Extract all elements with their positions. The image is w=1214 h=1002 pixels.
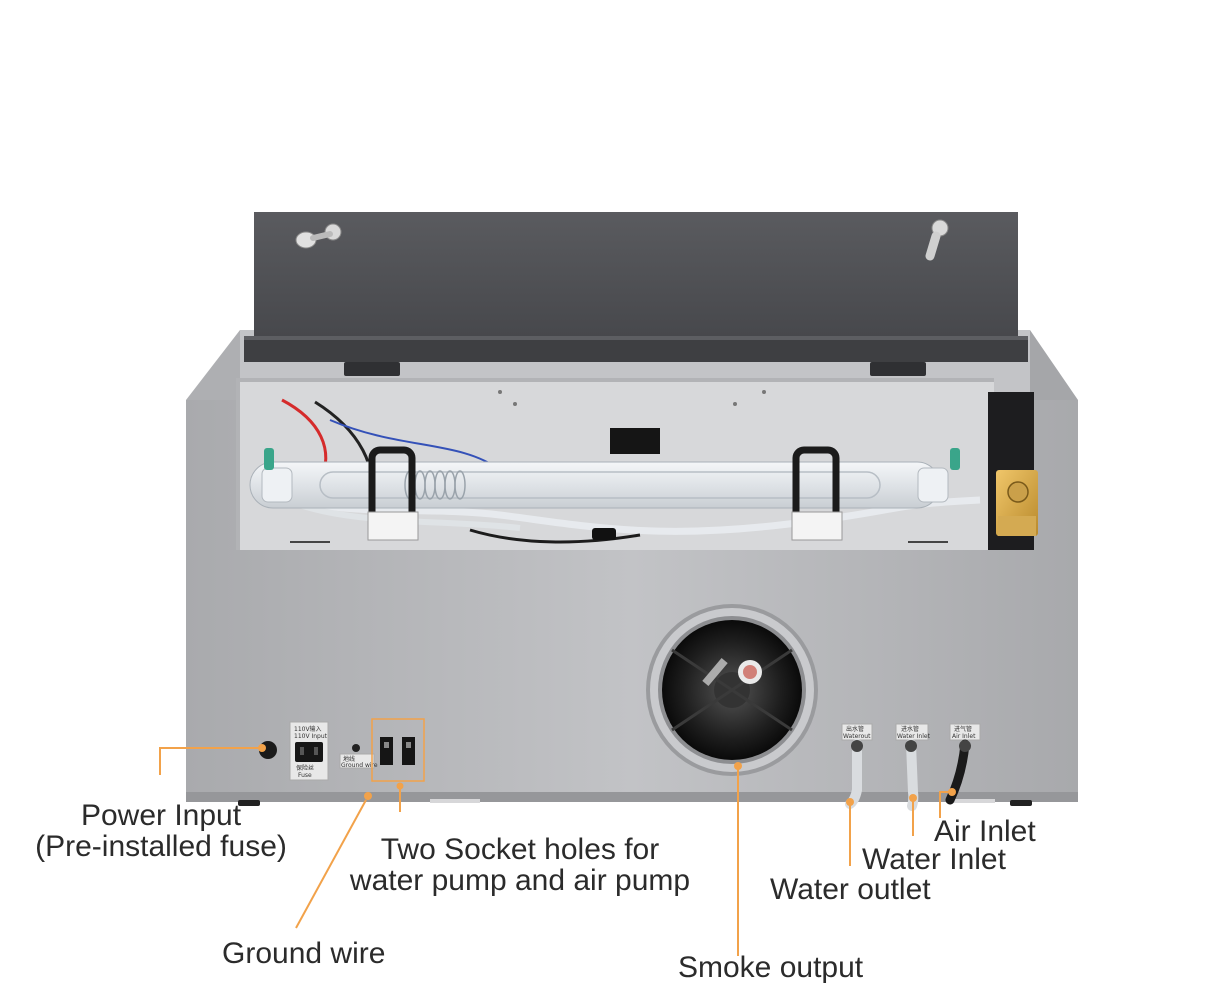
callout-ground [295,792,372,929]
callout-sockets [396,782,404,812]
panel-air-in-en: Air Inlet [952,733,976,740]
label-sockets: Two Socket holes for water pump and air … [330,834,710,896]
panel-water-out-cn: 出水管 [846,725,864,733]
callout-lines [159,744,956,956]
label-power-input-line1: Power Input [80,799,242,832]
callout-power [159,744,266,775]
label-ground-wire: Ground wire [222,937,386,970]
label-water-outlet: Water outlet [770,873,931,906]
label-power-input: Power Input (Pre-installed fuse) [26,800,296,862]
callout-water-inlet [909,794,917,836]
panel-ground-cn: 地线 [343,755,355,763]
callout-water-outlet [846,798,854,866]
socket-holes [371,718,425,782]
laser-tube-icon [249,398,981,544]
callout-smoke [734,762,742,956]
panel-water-in-cn: 进水管 [901,725,919,733]
panel-water-in-en: Water Inlet [897,733,931,740]
panel-power-sub: 110V Input [294,733,328,740]
label-sockets-line2: water pump and air pump [349,864,691,897]
label-air-inlet: Air Inlet [934,815,1036,848]
panel-power-top: 110V输入 [294,725,322,733]
panel-fuse-en: Fuse [298,772,312,779]
panel-fuse-cn: 保险丝 [296,764,314,772]
exhaust-fan-icon [646,604,818,776]
power-input-panel: 110V输入 110V Input 保险丝 Fuse [259,721,329,781]
label-water-inlet: Water Inlet [862,843,1006,876]
label-sockets-line1: Two Socket holes for [380,833,660,866]
mirror-mount-icon [996,470,1038,536]
panel-ground-en: Ground wire [341,762,378,769]
label-power-input-line2: (Pre-installed fuse) [35,830,287,863]
panel-water-out-en: Waterout [843,733,871,740]
lid-knob-left-icon [295,223,342,249]
lid-knob-right-icon [925,219,949,261]
callout-air-inlet [939,788,956,818]
label-smoke-output: Smoke output [678,951,864,984]
lid [244,212,1028,376]
ground-terminal: 地线 Ground wire [339,744,378,769]
panel-air-in-cn: 进气管 [954,725,972,733]
